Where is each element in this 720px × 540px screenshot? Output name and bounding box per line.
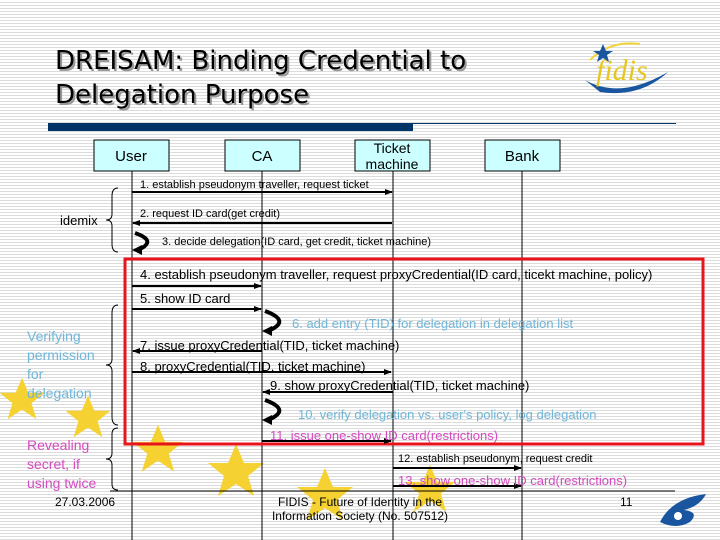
- message-10: 10. verify delegation vs. user's policy,…: [298, 407, 597, 422]
- phase-idemix: idemix: [60, 213, 98, 228]
- star-icon: [132, 424, 184, 472]
- actor-ticket-machine: Ticket machine: [354, 139, 431, 172]
- footer-center-2: Information Society (No. 507512): [272, 509, 448, 523]
- actor-ca: CA: [224, 139, 301, 172]
- message-1: 1. establish pseudonym traveller, reques…: [140, 179, 369, 191]
- message-11: 11. issue one-show ID card(restrictions): [270, 428, 498, 443]
- svg-text:permission: permission: [27, 347, 95, 363]
- svg-text:delegation: delegation: [27, 385, 92, 401]
- message-12: 12. establish pseudonym, request credit: [398, 453, 592, 465]
- message-3: 3. decide delegation(ID card, get credit…: [162, 236, 431, 248]
- message-4: 4. establish pseudonym traveller, reques…: [140, 267, 652, 282]
- fidis-logo: fidis: [585, 42, 668, 94]
- phase-braces: [105, 187, 119, 491]
- svg-text:Verifying: Verifying: [27, 328, 81, 344]
- svg-text:CA: CA: [252, 148, 273, 165]
- message-arrows: [132, 189, 522, 489]
- footer-date: 27.03.2006: [55, 495, 115, 509]
- message-7: 7. issue proxyCredential(TID, ticket mac…: [140, 338, 399, 353]
- actor-user: User: [93, 139, 170, 172]
- title-line-2: Delegation Purpose: [55, 80, 310, 110]
- svg-text:for: for: [27, 366, 44, 382]
- svg-text:Revealing: Revealing: [27, 437, 89, 453]
- message-5: 5. show ID card: [140, 291, 230, 306]
- footer-center-1: FIDIS - Future of Identity in the: [278, 495, 442, 509]
- logo-text: fidis: [596, 54, 648, 87]
- page-number: 11: [620, 495, 633, 509]
- self-loops: [134, 231, 282, 422]
- svg-text:Ticket: Ticket: [374, 140, 411, 156]
- star-icon: [208, 444, 264, 496]
- message-9: 9. show proxyCredential(TID, ticket mach…: [270, 378, 529, 393]
- phase-revealing: Revealing secret, if using twice: [27, 437, 96, 491]
- message-6: 6. add entry (TID) for delegation in del…: [292, 316, 573, 331]
- fp6-logo-icon: [660, 494, 706, 526]
- loop-6-icon: [264, 309, 282, 333]
- svg-text:secret, if: secret, if: [27, 456, 80, 472]
- message-2: 2. request ID card(get credit): [140, 208, 280, 220]
- lifelines: [131, 171, 523, 540]
- message-8: 8. proxyCredential(TID, ticket machine): [140, 359, 365, 374]
- loop-10-icon: [264, 398, 282, 422]
- message-13: 13. show one-show ID card(restrictions): [398, 473, 627, 488]
- svg-text:using twice: using twice: [27, 475, 96, 491]
- svg-text:machine: machine: [366, 156, 419, 172]
- highlight-box: [123, 257, 705, 446]
- star-icon: [65, 395, 111, 438]
- message-labels: 1. establish pseudonym traveller, reques…: [140, 179, 652, 488]
- title-line-1: DREISAM: Binding Credential to: [55, 46, 467, 76]
- actor-bank: Bank: [484, 139, 561, 172]
- title-bar: [48, 123, 413, 131]
- svg-text:Bank: Bank: [505, 148, 540, 165]
- phase-verifying: Verifying permission for delegation: [27, 328, 95, 401]
- slide-title: DREISAM: Binding Credential to Delegatio…: [55, 44, 466, 112]
- svg-text:User: User: [115, 148, 147, 165]
